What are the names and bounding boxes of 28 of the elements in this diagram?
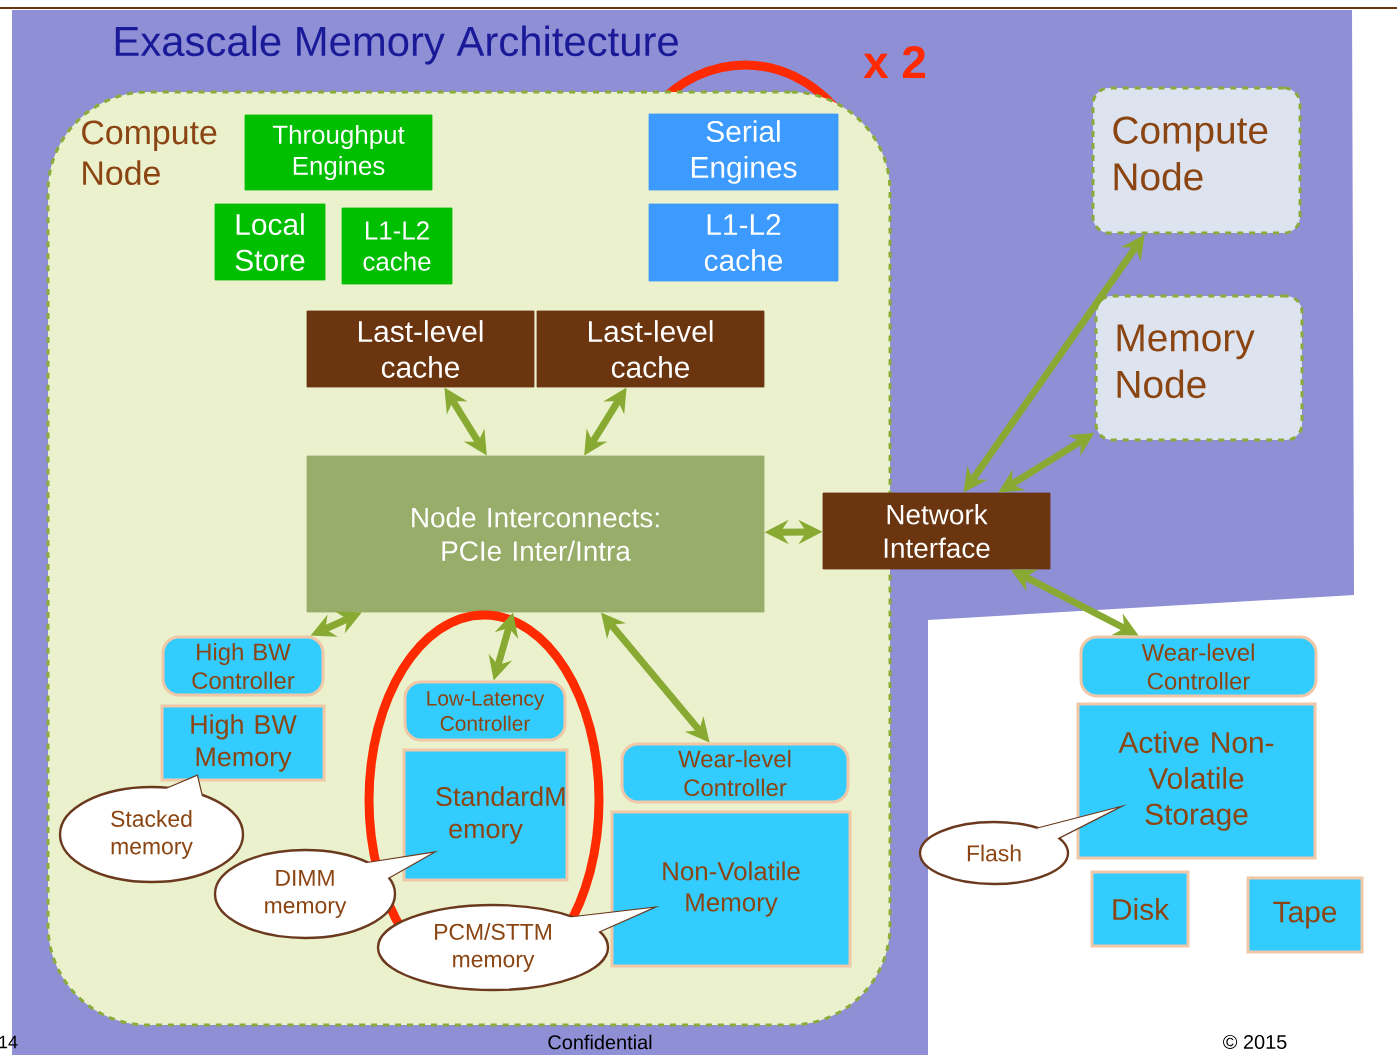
component-box: L1-L2 cache (648, 203, 839, 282)
memory-box: Active Non-Volatile Storage (1076, 702, 1317, 860)
controller-box: Wear-level Controller (1079, 635, 1318, 698)
footer-text: © 2015 (1223, 1034, 1287, 1050)
node-box: Compute Node (1091, 86, 1302, 235)
component-box: Serial Engines (648, 113, 839, 191)
page-number: 14 (0, 1035, 18, 1049)
component-box: Network Interface (822, 492, 1051, 570)
annotation-label: x 2 (863, 46, 925, 78)
footer-text: Confidential (548, 1034, 652, 1050)
memory-box: Non-Volatile Memory (610, 810, 852, 968)
speech-bubble: PCM/STTM memory (376, 903, 660, 992)
memory-box: High BW Memory (160, 704, 326, 782)
memory-box: Tape (1246, 876, 1364, 954)
component-box: Last-level cache (306, 310, 535, 388)
memory-box: Disk (1090, 870, 1190, 948)
node-box: Memory Node (1094, 294, 1304, 442)
component-box: L1-L2 cache (341, 207, 453, 285)
speech-bubble: Stacked memory (58, 774, 245, 884)
component-box: Last-level cache (536, 310, 765, 388)
memory-box: StandardM emory (402, 748, 569, 882)
controller-box: Wear-level Controller (620, 742, 850, 804)
controller-box: Low-Latency Controller (403, 680, 567, 742)
component-box: Local Store (214, 203, 326, 281)
component-box: Throughput Engines (244, 114, 433, 191)
controller-box: High BW Controller (161, 635, 325, 697)
interconnect-box: Node Interconnects: PCIe Inter/Intra (306, 455, 765, 613)
title: Exascale Memory Architecture (115, 25, 678, 65)
